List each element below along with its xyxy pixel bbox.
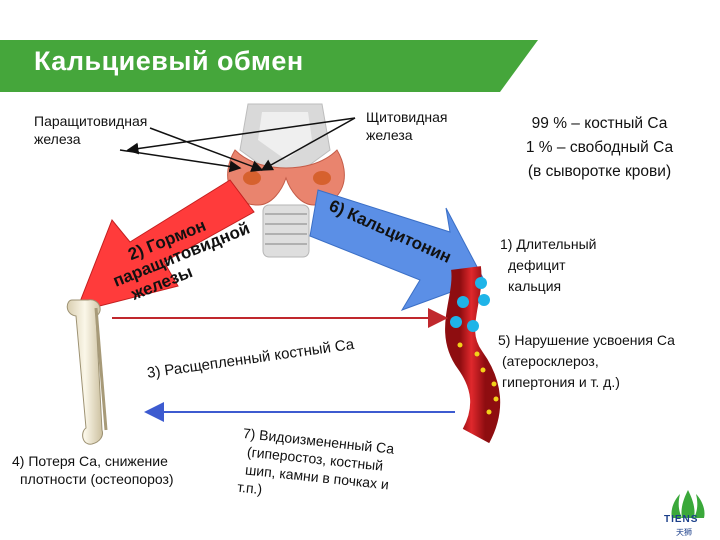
blood-vessel <box>445 266 501 444</box>
bone-illustration <box>66 299 108 445</box>
logo-brand: TIENS <box>664 514 699 525</box>
info-line3: (в сыворотке крови) <box>527 163 672 180</box>
info-line1: 99 % – костный Са <box>531 115 668 132</box>
title-bar: Кальциевый обмен <box>0 40 538 92</box>
item-4: 4) Потеря Са, снижение плотности (остеоп… <box>12 452 174 488</box>
item-4-line1: 4) Потеря Са, снижение <box>12 453 168 469</box>
parathyroid-label: Паращитовидная железа <box>34 112 147 148</box>
pointer-lines <box>119 117 356 173</box>
blue-big-arrow <box>309 189 485 311</box>
info-line2: 1 % – свободный Са <box>525 139 674 156</box>
page-title: Кальциевый обмен <box>34 46 304 76</box>
item-5-line3: гипертония и т. д.) <box>502 374 620 390</box>
item-1-line2: дефицит <box>508 257 566 273</box>
item-1-line3: кальция <box>508 278 562 294</box>
parathyroid-label-line2: железа <box>34 131 81 147</box>
parathyroid-label-line1: Паращитовидная <box>34 113 148 129</box>
thyroid-label: Щитовидная железа <box>366 108 448 144</box>
item-5: 5) Нарушение усвоения Са (атеросклероз, … <box>498 330 675 393</box>
item-5-line1: 5) Нарушение усвоения Са <box>498 332 675 348</box>
calcium-distribution-info: 99 % – костный Са 1 % – свободный Са (в … <box>497 112 702 184</box>
logo-brand-cn: 天狮 <box>676 528 692 537</box>
item-4-line2: плотности (остеопороз) <box>20 471 174 487</box>
item-1: 1) Длительный дефицит кальция <box>500 234 596 297</box>
thyroid-label-line1: Щитовидная <box>366 109 448 125</box>
item-1-line1: 1) Длительный <box>500 236 597 252</box>
thyroid-label-line2: железа <box>366 127 413 143</box>
tiens-logo-icon <box>671 490 705 518</box>
red-big-arrow <box>75 179 255 313</box>
item-5-line2: (атеросклероз, <box>502 353 599 369</box>
